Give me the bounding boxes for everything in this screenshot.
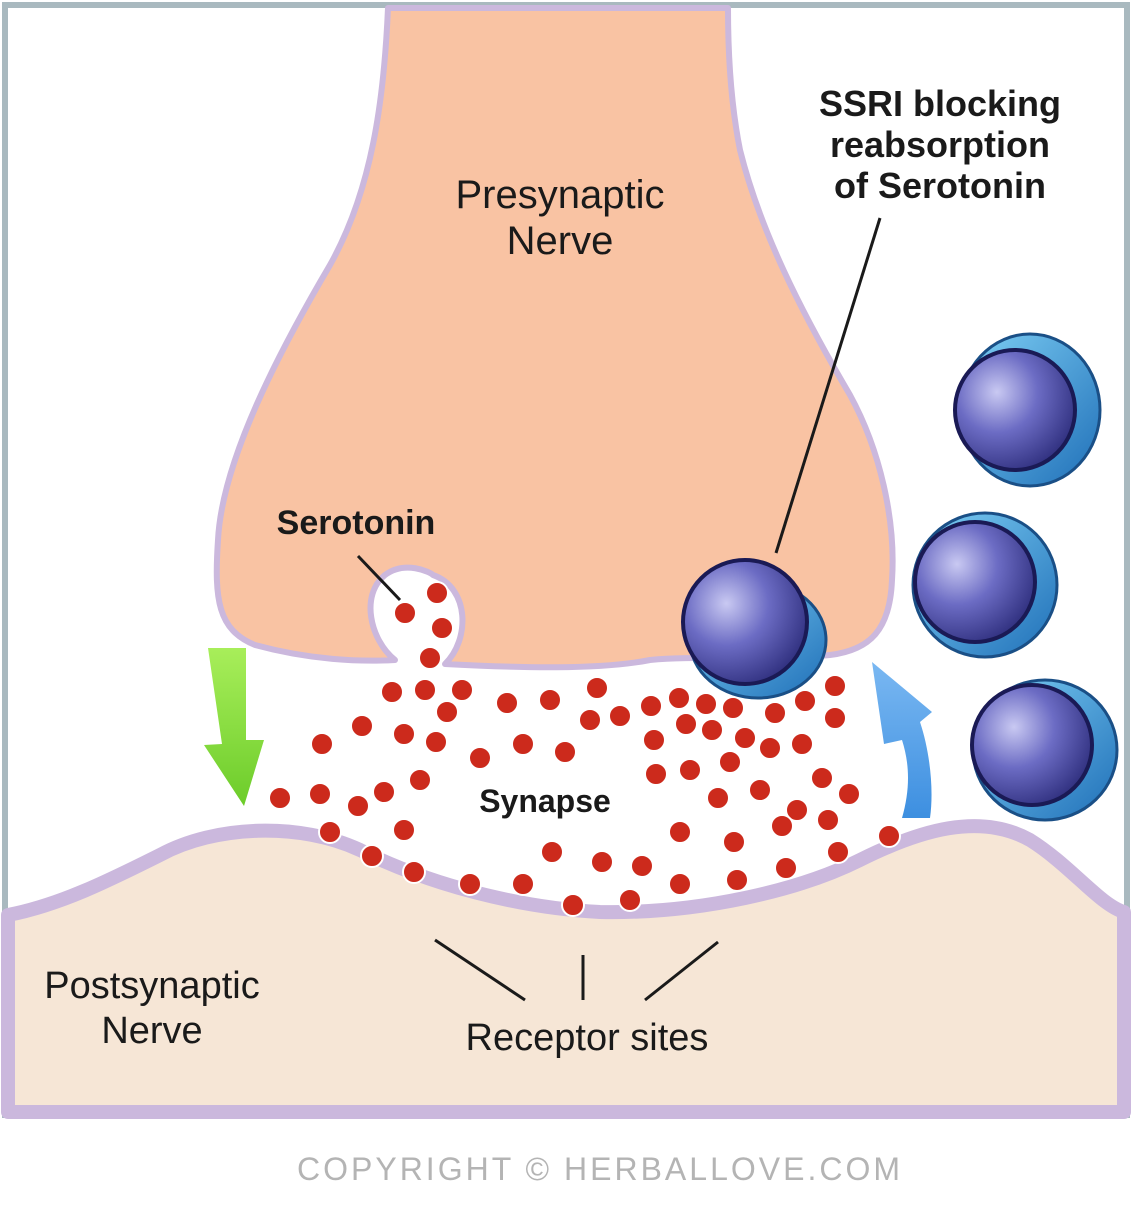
serotonin-dot-icon <box>430 616 454 640</box>
postsynaptic-nerve <box>1 819 1131 1119</box>
serotonin-dot-icon <box>823 674 847 698</box>
serotonin-dot-icon <box>748 778 772 802</box>
serotonin-dot-icon <box>816 808 840 832</box>
ssri-label-line3: of Serotonin <box>834 165 1046 206</box>
serotonin-dot-icon <box>380 680 404 704</box>
serotonin-dot-icon <box>350 714 374 738</box>
serotonin-dot-icon <box>360 844 384 868</box>
serotonin-dot-icon <box>392 722 416 746</box>
serotonin-dot-icon <box>733 726 757 750</box>
serotonin-label: Serotonin <box>277 504 436 542</box>
serotonin-dot-icon <box>458 872 482 896</box>
receptor-sites-label: Receptor sites <box>466 1017 709 1059</box>
release-arrow-icon <box>204 648 264 806</box>
serotonin-dot-icon <box>511 732 535 756</box>
serotonin-dot-icon <box>538 688 562 712</box>
serotonin-dot-icon <box>877 824 901 848</box>
serotonin-dot-icon <box>578 708 602 732</box>
serotonin-dot-icon <box>585 676 609 700</box>
serotonin-dot-icon <box>785 798 809 822</box>
serotonin-dot-icon <box>268 786 292 810</box>
serotonin-dot-icon <box>308 782 332 806</box>
serotonin-dot-icon <box>721 696 745 720</box>
serotonin-dot-icon <box>310 732 334 756</box>
serotonin-dot-icon <box>424 730 448 754</box>
ssri-label-line2: reabsorption <box>830 124 1050 165</box>
serotonin-dot-icon <box>790 732 814 756</box>
ssri-label-line1: SSRI blocking <box>819 83 1061 124</box>
serotonin-dot-icon <box>758 736 782 760</box>
serotonin-dot-icon <box>823 706 847 730</box>
serotonin-dot-icon <box>450 678 474 702</box>
serotonin-dot-icon <box>763 701 787 725</box>
serotonin-dot-icon <box>372 780 396 804</box>
serotonin-dot-icon <box>644 762 668 786</box>
serotonin-dot-icon <box>810 766 834 790</box>
postsynaptic-label-line2: Nerve <box>101 1010 202 1052</box>
serotonin-dot-icon <box>668 820 692 844</box>
serotonin-dot-icon <box>700 718 724 742</box>
serotonin-dot-icon <box>392 818 416 842</box>
serotonin-dot-icon <box>770 814 794 838</box>
serotonin-leader-line <box>356 554 402 602</box>
serotonin-dot-icon <box>418 646 442 670</box>
presynaptic-label-line1: Presynaptic <box>456 173 665 217</box>
serotonin-dot-icon <box>413 678 437 702</box>
ssri-molecule-icon <box>681 558 828 700</box>
reuptake-arrow-icon <box>872 662 932 818</box>
serotonin-dot-icon <box>608 704 632 728</box>
serotonin-dot-icon <box>674 712 698 736</box>
serotonin-dots <box>268 581 901 917</box>
serotonin-dot-icon <box>706 786 730 810</box>
copyright-text: COPYRIGHT © HERBALLOVE.COM <box>297 1151 903 1187</box>
serotonin-dot-icon <box>618 888 642 912</box>
serotonin-dot-icon <box>540 840 564 864</box>
serotonin-dot-icon <box>718 750 742 774</box>
presynaptic-nerve <box>213 5 896 671</box>
serotonin-dot-icon <box>318 820 342 844</box>
serotonin-dot-icon <box>630 854 654 878</box>
ssri-molecule-icon <box>953 332 1102 488</box>
serotonin-dot-icon <box>495 691 519 715</box>
receptor-leader-line <box>434 938 526 1002</box>
serotonin-dot-icon <box>402 860 426 884</box>
serotonin-dot-icon <box>553 740 577 764</box>
postsynaptic-label-line1: Postsynaptic <box>44 965 259 1007</box>
ssri-molecule-icon <box>970 678 1119 822</box>
serotonin-dot-icon <box>837 782 861 806</box>
serotonin-dot-icon <box>667 686 691 710</box>
serotonin-dot-icon <box>425 581 449 605</box>
serotonin-dot-icon <box>561 893 585 917</box>
serotonin-dot-icon <box>774 856 798 880</box>
serotonin-dot-icon <box>393 601 417 625</box>
serotonin-dot-icon <box>826 840 850 864</box>
serotonin-dot-icon <box>694 692 718 716</box>
serotonin-dot-icon <box>468 746 492 770</box>
serotonin-dot-icon <box>435 700 459 724</box>
serotonin-dot-icon <box>725 868 749 892</box>
ssri-leader-line <box>774 217 882 554</box>
serotonin-dot-icon <box>722 830 746 854</box>
serotonin-dot-icon <box>668 872 692 896</box>
serotonin-dot-icon <box>346 794 370 818</box>
serotonin-dot-icon <box>678 758 702 782</box>
serotonin-dot-icon <box>408 768 432 792</box>
synapse-label: Synapse <box>479 783 611 819</box>
serotonin-dot-icon <box>590 850 614 874</box>
receptor-leader-line <box>644 940 719 1002</box>
presynaptic-label-line2: Nerve <box>507 219 614 263</box>
serotonin-dot-icon <box>642 728 666 752</box>
serotonin-dot-icon <box>793 689 817 713</box>
ssri-molecule-icon <box>911 511 1059 659</box>
serotonin-dot-icon <box>511 872 535 896</box>
serotonin-dot-icon <box>639 694 663 718</box>
